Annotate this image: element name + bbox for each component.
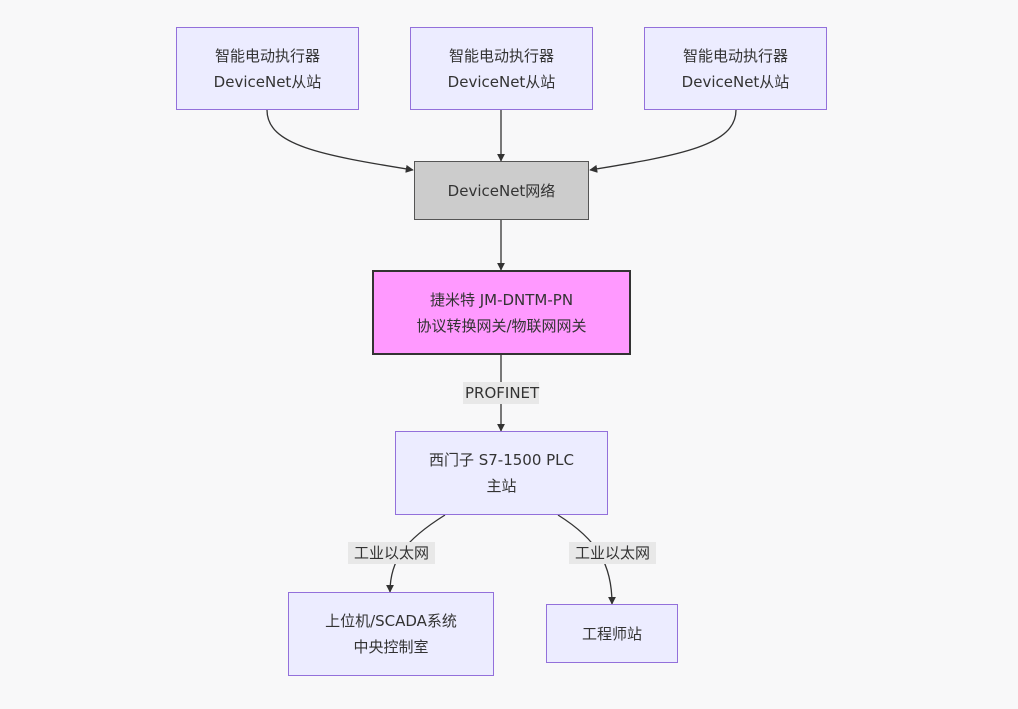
- gateway-function: 协议转换网关/物联网网关: [416, 316, 587, 335]
- scada-system-label: 上位机/SCADA系统: [325, 612, 457, 630]
- ethernet-edge-label-scada: 工业以太网: [348, 542, 435, 564]
- plc-role: 主站: [486, 477, 517, 495]
- gateway-node: 捷米特 JM-DNTM-PN 协议转换网关/物联网网关: [372, 270, 631, 355]
- actuator-node-2: 智能电动执行器 DeviceNet从站: [410, 27, 593, 110]
- actuator-3-type: 智能电动执行器: [682, 46, 788, 65]
- actuator-1-type: 智能电动执行器: [214, 46, 320, 65]
- profinet-edge-label: PROFINET: [463, 382, 540, 404]
- plc-node: 西门子 S7-1500 PLC 主站: [395, 431, 608, 515]
- actuator-3-role: DeviceNet从站: [681, 72, 790, 91]
- gateway-model: 捷米特 JM-DNTM-PN: [429, 290, 574, 309]
- scada-location-label: 中央控制室: [353, 638, 429, 656]
- actuator-1-role: DeviceNet从站: [213, 72, 322, 91]
- actuator-node-3: 智能电动执行器 DeviceNet从站: [644, 27, 827, 110]
- devicenet-network-label: DeviceNet网络: [447, 181, 556, 200]
- edge-actuator-3-to-devicenet: [589, 109, 737, 173]
- ethernet-edge-label-engineer: 工业以太网: [569, 542, 656, 564]
- actuator-node-1: 智能电动执行器 DeviceNet从站: [176, 27, 359, 110]
- engineer-station-node: 工程师站: [546, 604, 678, 663]
- plc-model: 西门子 S7-1500 PLC: [428, 451, 575, 469]
- scada-node: 上位机/SCADA系统 中央控制室: [288, 592, 494, 676]
- actuator-2-role: DeviceNet从站: [447, 72, 556, 91]
- edge-actuator-1-to-devicenet: [266, 109, 414, 173]
- devicenet-network-node: DeviceNet网络: [414, 161, 589, 220]
- actuator-2-type: 智能电动执行器: [448, 46, 554, 65]
- engineer-station-label: 工程师站: [581, 624, 642, 643]
